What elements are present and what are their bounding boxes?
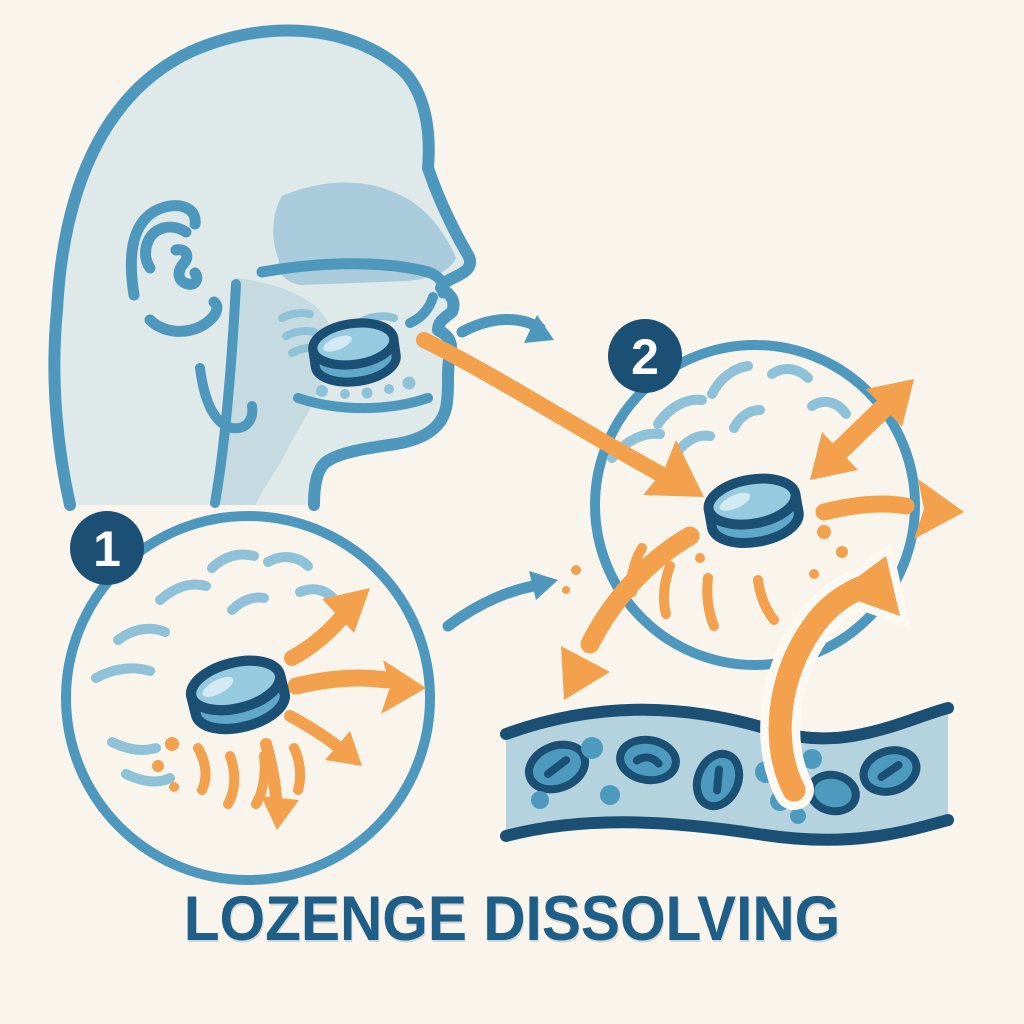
nostril-line <box>405 292 438 328</box>
blood-cells <box>524 735 921 816</box>
blood-cell <box>616 735 680 785</box>
step2-lozenge-icon <box>703 473 804 548</box>
flow-arrows <box>416 314 964 810</box>
step2-badge: 2 <box>608 319 682 393</box>
ear-icon <box>125 200 223 337</box>
step2-circle-outline <box>590 340 920 670</box>
step1-dissolve-lines-orange <box>193 743 306 809</box>
step1-dissolve-dots <box>152 737 179 792</box>
blood-cell <box>692 749 744 811</box>
pharynx-lines <box>195 279 258 508</box>
arrow-double-upper-right <box>810 379 914 480</box>
mouth-floor-line <box>293 393 433 414</box>
arrow-step1-to-step2-blue <box>442 571 558 632</box>
blood-cell <box>859 746 921 796</box>
step1-badge: 1 <box>70 511 144 585</box>
head-profile-illustration <box>48 24 477 511</box>
step2-dissolve-dots <box>562 525 848 594</box>
step1-badge-number: 1 <box>93 521 121 577</box>
arrow-vessel-uptake <box>760 542 912 810</box>
head-outline <box>48 24 477 511</box>
step1-circle-outline <box>61 511 435 885</box>
palate-line <box>256 258 449 299</box>
vessel-wall-bottom <box>500 814 954 846</box>
nasal-cavity-shade <box>273 182 456 285</box>
diagram-title: LOZENGE DISSOLVING <box>183 884 841 954</box>
step1-dissolving-circle: 1 <box>61 511 435 885</box>
mouth-dissolve-dots <box>316 376 416 399</box>
arrow-mouth-to-step2-orange <box>416 332 704 497</box>
step1-badge-circle <box>70 511 144 585</box>
step1-lozenge-icon <box>185 655 290 735</box>
blood-cell <box>524 740 590 794</box>
blood-vessel-illustration <box>500 702 954 846</box>
lozenge-in-mouth-icon <box>308 318 401 387</box>
arrow-step2-to-vessel <box>561 526 700 700</box>
step2-badge-number: 2 <box>631 329 659 385</box>
step1-dissolve-lines-blue <box>91 549 341 787</box>
arrow-right-dispersion <box>815 479 964 539</box>
arrow-mouth-to-step2-blue <box>456 314 554 343</box>
step1-release-arrows <box>260 588 426 830</box>
step2-badge-circle <box>608 319 682 393</box>
